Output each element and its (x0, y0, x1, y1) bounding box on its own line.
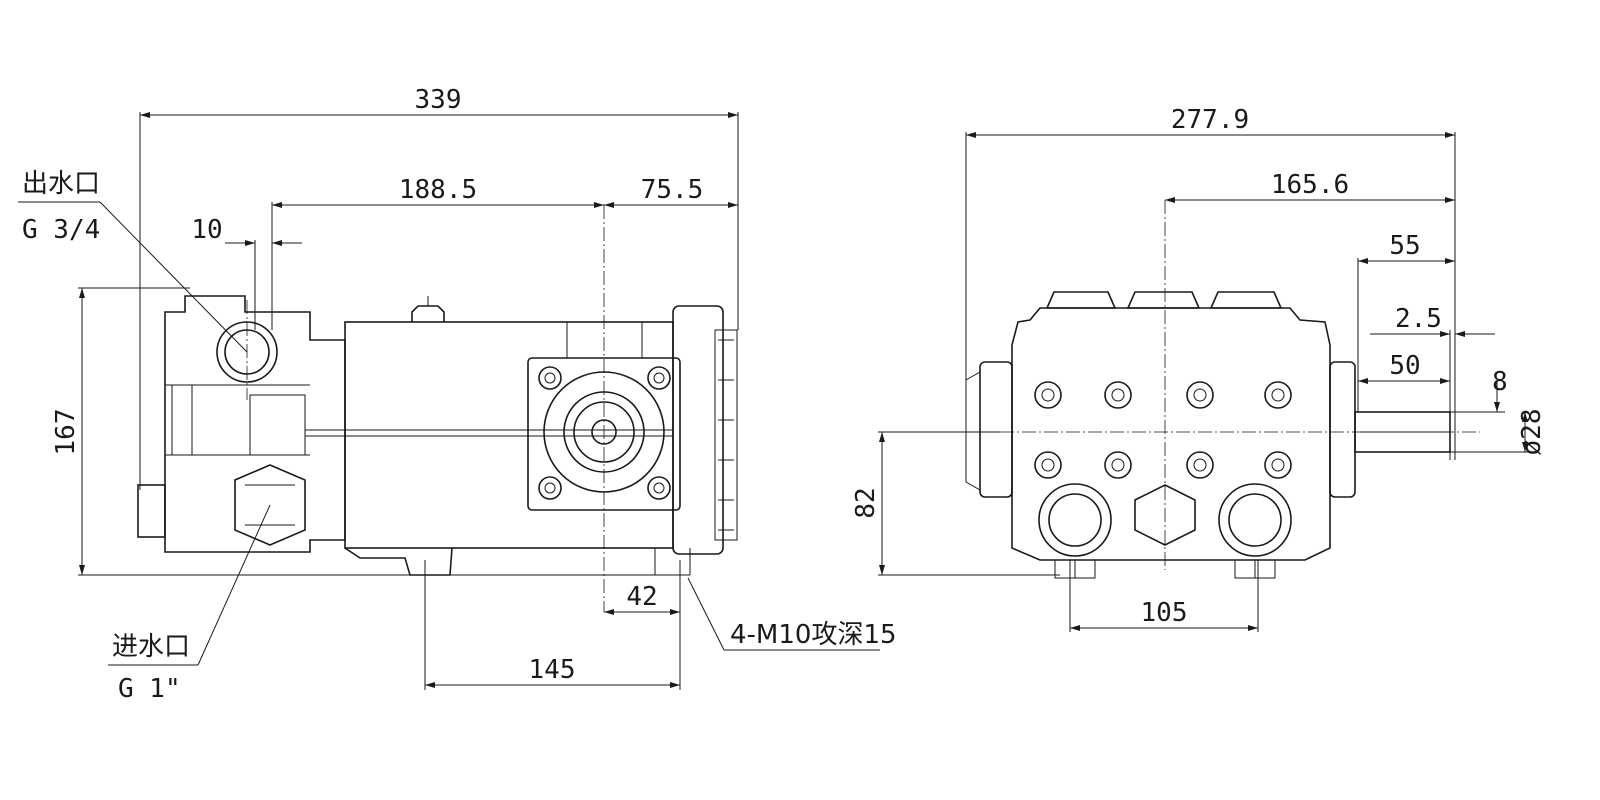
end-manifold (1011, 307, 1331, 561)
dim-277-label: 277.9 (1171, 105, 1249, 135)
end-view-dimensions: 277.9 165.6 55 2.5 50 8 ø28 82 105 (851, 105, 1547, 632)
end-view (965, 200, 1480, 579)
dim-shaft-dia-label: ø28 (1517, 409, 1547, 456)
dim-167-label: 167 (51, 409, 81, 456)
dim-188-label: 188.5 (399, 175, 477, 205)
valve-caps (1045, 291, 1283, 309)
dim-42-label: 42 (626, 582, 657, 612)
dim-8-label: 8 (1492, 367, 1508, 397)
inlet-port (234, 464, 306, 546)
outlet-thread: G 3/4 (22, 215, 100, 245)
mount-note: 4-M10攻深15 (730, 620, 897, 650)
dim-55-label: 55 (1389, 231, 1420, 261)
dim-165-label: 165.6 (1271, 170, 1349, 200)
end-bolts (1034, 381, 1292, 479)
flange-bolts (538, 366, 671, 500)
dim-10-label: 10 (191, 215, 222, 245)
crankcase-body (344, 321, 674, 549)
side-view-dimensions: 339 188.5 75.5 10 167 42 145 出水口 G 3/4 (18, 85, 897, 704)
dim-339-label: 339 (415, 85, 462, 115)
end-port-left (1038, 483, 1112, 557)
breather-cap (411, 305, 445, 322)
dim-145-label: 145 (529, 655, 576, 685)
dim-50-label: 50 (1389, 351, 1420, 381)
inlet-thread: G 1" (118, 674, 181, 704)
outlet-label: 出水口 (22, 169, 100, 199)
dim-105-label: 105 (1141, 598, 1188, 628)
side-view (137, 205, 738, 612)
dim-82-label: 82 (851, 487, 881, 518)
dim-75-label: 75.5 (641, 175, 704, 205)
manifold-head (164, 295, 346, 553)
dim-2-5-label: 2.5 (1395, 304, 1442, 334)
end-port-right (1218, 483, 1292, 557)
inlet-label: 进水口 (112, 632, 190, 662)
